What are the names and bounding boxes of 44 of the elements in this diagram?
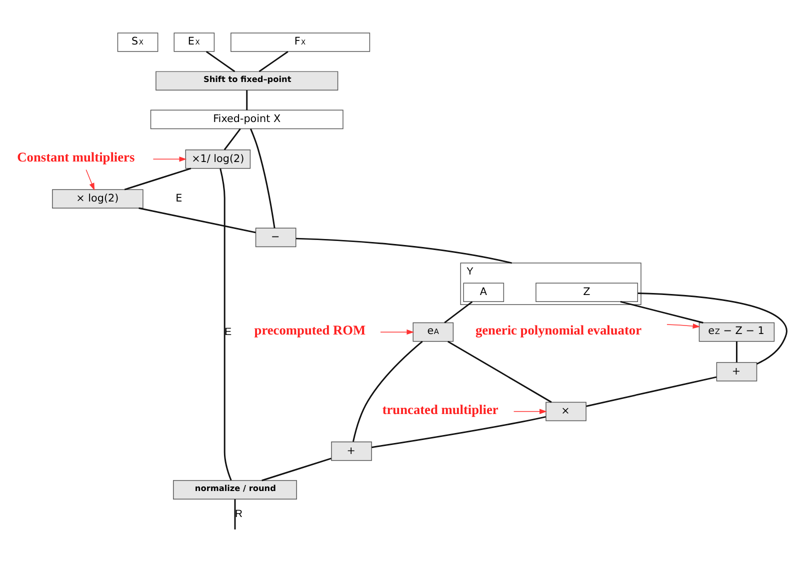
connector (262, 457, 332, 481)
arrow (513, 408, 547, 414)
connector (372, 416, 546, 448)
arrow (666, 322, 700, 328)
node-box: normalize / round (173, 480, 297, 499)
connector (638, 292, 788, 364)
node-box: Fixed-point X (150, 109, 344, 129)
node-text: precomputed ROM (254, 322, 366, 338)
connector (444, 300, 473, 323)
connector (206, 50, 236, 72)
node-box: + (331, 441, 372, 460)
label: E (176, 192, 182, 204)
node-box: − (255, 227, 296, 247)
connector (296, 237, 512, 264)
connector (246, 90, 248, 110)
node-box: A (463, 282, 504, 302)
connector (124, 167, 192, 190)
node-box: + (716, 362, 758, 381)
node-box: × log(2) (52, 188, 144, 208)
connector (250, 128, 276, 228)
node-box: ×1/ log(2) (185, 149, 251, 168)
node-box: eZ − Z − 1 (698, 322, 775, 342)
node-text: Constant multipliers (17, 149, 135, 164)
connector (448, 340, 552, 402)
connector (586, 376, 717, 406)
node-box: × (546, 401, 586, 421)
node-text: generic polynomial evaluator (475, 322, 642, 338)
connector (224, 128, 241, 150)
arrow (152, 156, 187, 162)
node-box: Z (536, 282, 638, 302)
edge-label: R (234, 508, 242, 520)
connector (258, 50, 288, 72)
arrow (380, 328, 414, 334)
connector (620, 300, 704, 323)
connector (220, 168, 232, 480)
node-text: truncated multiplier (382, 402, 498, 417)
node-box: eA (412, 322, 454, 342)
connector (352, 340, 423, 442)
connector (138, 206, 256, 233)
connector (234, 498, 236, 529)
node-box: Shift to fixed–point (156, 70, 338, 90)
edge-label: E (224, 326, 232, 338)
connector (736, 341, 738, 362)
arrow (86, 168, 95, 190)
